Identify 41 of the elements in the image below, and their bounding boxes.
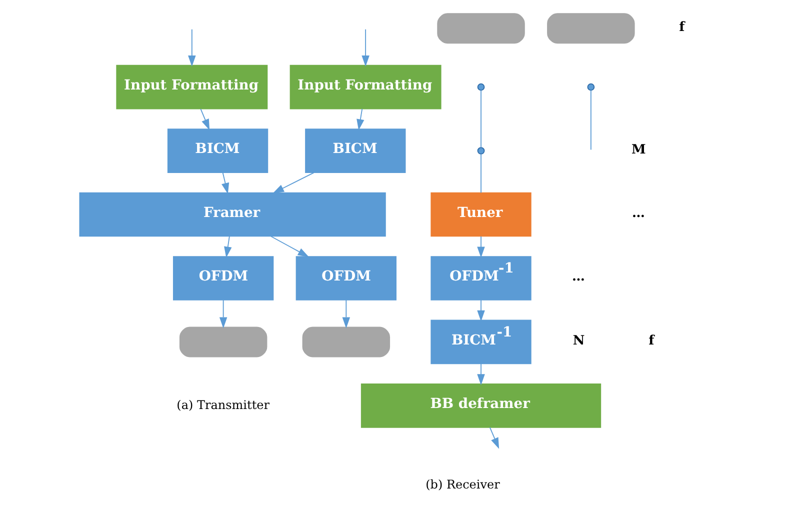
- node-box: Input Formatting: [289, 64, 441, 110]
- node-box: BB deframer: [360, 384, 601, 428]
- arrow: [224, 236, 232, 258]
- arrow: [476, 300, 484, 322]
- node-box: BICM: [166, 128, 268, 173]
- node-bar: [302, 326, 390, 358]
- node-box: BICM: [304, 128, 406, 173]
- arrow: [270, 236, 308, 258]
- node-bar: [178, 326, 267, 358]
- label: …: [571, 270, 584, 285]
- label: (b) Receiver: [425, 478, 500, 492]
- node-bar: [436, 13, 524, 44]
- arrow: [272, 172, 314, 194]
- node-box: OFDM: [172, 256, 274, 300]
- arrow: [488, 426, 499, 449]
- label: f: [648, 333, 654, 348]
- arrow: [188, 28, 196, 67]
- label: N: [572, 333, 584, 348]
- arrow: [218, 300, 227, 328]
- connector: [480, 154, 481, 194]
- arrow: [342, 300, 350, 328]
- node-box: Tuner: [430, 192, 531, 237]
- node-box: OFDM: [295, 256, 396, 300]
- node-bar: [546, 13, 634, 44]
- label: f: [678, 20, 684, 35]
- label: M: [631, 142, 646, 158]
- arrow: [476, 363, 484, 386]
- label: (a) Transmitter: [176, 398, 269, 412]
- node-box: Framer: [78, 192, 386, 237]
- arrow: [476, 236, 484, 258]
- node-circle: [476, 83, 484, 91]
- label: …: [632, 206, 644, 222]
- arrow: [356, 108, 364, 130]
- connector: [480, 90, 481, 148]
- node-box: Input Formatting: [116, 64, 268, 110]
- arrow: [361, 28, 369, 67]
- arrow: [200, 108, 210, 130]
- node-circle: [476, 147, 484, 154]
- arrow: [221, 172, 229, 194]
- connector: [590, 90, 591, 150]
- node-circle: [586, 83, 594, 91]
